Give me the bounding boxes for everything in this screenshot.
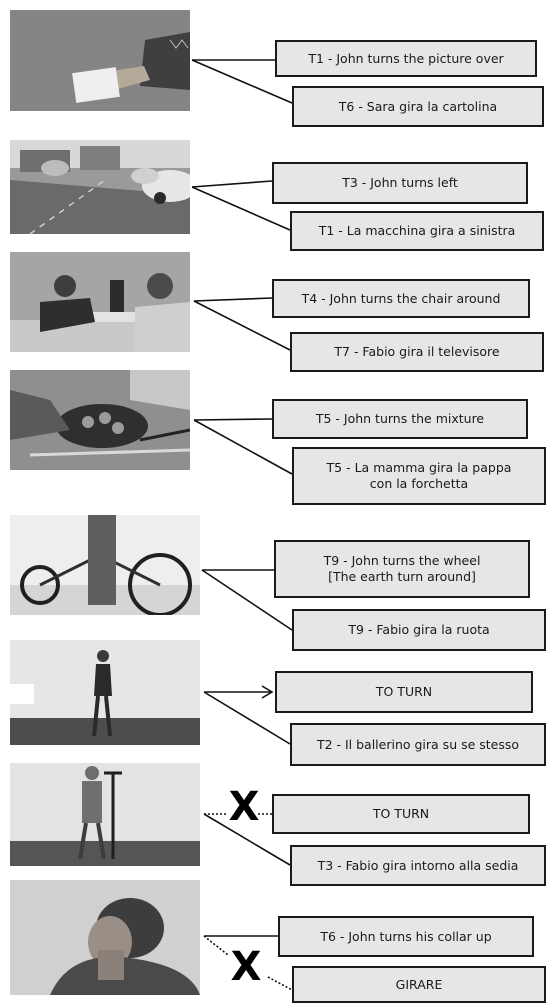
label-row8-a: T6 - John turns his collar up bbox=[278, 916, 534, 957]
connector-row2-a bbox=[191, 180, 273, 188]
dotted-connector-row8-left bbox=[203, 935, 229, 956]
connector-row3-a bbox=[193, 297, 273, 302]
connector-row6-b bbox=[203, 691, 291, 745]
cross-mark-row8: X bbox=[230, 944, 262, 990]
desk-illustration bbox=[10, 252, 190, 352]
connector-row4-b bbox=[193, 419, 293, 475]
label-row5-b: T9 - Fabio gira la ruota bbox=[292, 609, 546, 651]
connector-row2-b bbox=[191, 186, 291, 231]
label-row5-a: T9 - John turns the wheel [The earth tur… bbox=[274, 540, 530, 598]
stove-illustration bbox=[10, 370, 190, 470]
label-row8-b: GIRARE bbox=[292, 966, 546, 1003]
photo-person-around-chair bbox=[10, 763, 200, 866]
photo-man-turning-collar bbox=[10, 880, 200, 995]
label-row4-b-line2: con la forchetta bbox=[369, 476, 469, 491]
label-row6-b: T2 - Il ballerino gira su se stesso bbox=[290, 723, 546, 766]
photo-bicycle-wheel bbox=[10, 515, 200, 615]
label-row5-a-line1: T9 - John turns the wheel bbox=[323, 553, 481, 568]
connector-row5-b bbox=[201, 569, 293, 631]
label-row3-b: T7 - Fabio gira il televisore bbox=[290, 332, 544, 372]
label-row3-a: T4 - John turns the chair around bbox=[272, 279, 530, 318]
photo-man-walking bbox=[10, 640, 200, 745]
connector-row1-b bbox=[191, 59, 293, 104]
label-row4-b: T5 - La mamma gira la pappa con la forch… bbox=[292, 447, 546, 505]
label-row1-a: T1 - John turns the picture over bbox=[275, 40, 537, 77]
label-row2-a: T3 - John turns left bbox=[272, 162, 528, 204]
connector-row4-a bbox=[193, 418, 273, 421]
dotted-connector-row8-right bbox=[267, 976, 293, 991]
chair-scene-illustration bbox=[10, 763, 200, 866]
hand-picture-illustration bbox=[10, 10, 190, 111]
walking-man-illustration bbox=[10, 640, 200, 745]
label-row1-b: T6 - Sara gira la cartolina bbox=[292, 86, 544, 127]
connector-row3-b bbox=[193, 300, 291, 351]
bicycle-illustration bbox=[10, 515, 200, 615]
label-row6-a: TO TURN bbox=[275, 671, 533, 713]
label-row2-b: T1 - La macchina gira a sinistra bbox=[290, 211, 544, 251]
photo-man-at-desk bbox=[10, 252, 190, 352]
street-illustration bbox=[10, 140, 190, 234]
label-row7-b: T3 - Fabio gira intorno alla sedia bbox=[290, 845, 546, 886]
label-row5-a-line2: [The earth turn around] bbox=[328, 569, 476, 584]
cross-mark-row7: X bbox=[228, 784, 260, 830]
photo-street-with-cars bbox=[10, 140, 190, 234]
label-row4-a: T5 - John turns the mixture bbox=[272, 399, 528, 439]
photo-pan-on-stove bbox=[10, 370, 190, 470]
connector-row6-arrow bbox=[261, 685, 274, 699]
label-row4-b-line1: T5 - La mamma gira la pappa bbox=[326, 460, 512, 475]
connector-row7-b bbox=[203, 813, 291, 866]
photo-hand-holding-picture bbox=[10, 10, 190, 111]
collar-man-illustration bbox=[10, 880, 200, 995]
label-row7-a: TO TURN bbox=[272, 794, 530, 834]
